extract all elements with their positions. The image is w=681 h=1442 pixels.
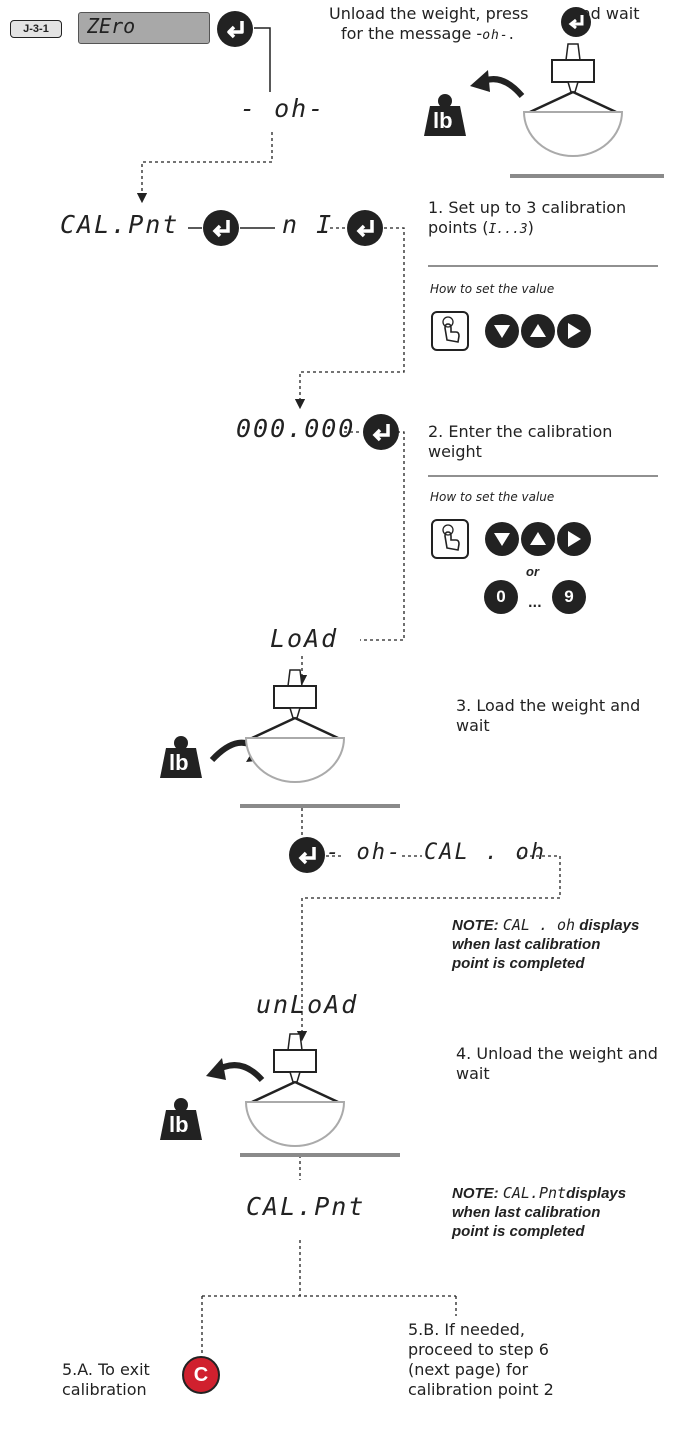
- weight-icon: [424, 94, 466, 136]
- weight-label: lb: [169, 750, 189, 775]
- scale-icon: [522, 43, 624, 157]
- display-load: LoAd: [270, 624, 339, 653]
- enter-button-icon[interactable]: [346, 209, 384, 247]
- step-5b-text: 5.B. If needed,proceed to step 6(next pa…: [408, 1320, 554, 1399]
- weight-icon: [160, 736, 202, 778]
- step-2-hint: How to set the value: [430, 490, 555, 504]
- lcd-display: ZEro: [78, 12, 210, 44]
- display-calpnt: CAL.Pnt: [60, 210, 180, 239]
- enter-button-icon[interactable]: [288, 836, 326, 874]
- display-calpnt-2: CAL.Pnt: [246, 1192, 366, 1221]
- weight-label: lb: [433, 108, 453, 133]
- enter-button-icon[interactable]: [216, 10, 254, 48]
- enter-button-icon[interactable]: [362, 413, 400, 451]
- note-cal-pnt: NOTE: CAL.Pntdisplays when last calibrat…: [452, 1184, 627, 1240]
- digit-9-key[interactable]: 9: [552, 580, 586, 614]
- scale-icon: [244, 1033, 346, 1147]
- step-2-keys: [431, 519, 591, 559]
- enter-inline-icon: [561, 7, 591, 37]
- or-label: or: [526, 564, 539, 579]
- display-unload: unLoAd: [256, 990, 359, 1019]
- step-1-keys: [431, 311, 591, 351]
- scale-icon: [244, 669, 346, 783]
- display-ok: - oh-: [240, 94, 326, 123]
- note-cal-ok: NOTE: CAL . oh displays when last calibr…: [452, 916, 640, 972]
- cancel-c-button[interactable]: C: [182, 1356, 220, 1394]
- ellipsis: ...: [528, 596, 542, 610]
- weight-label: lb: [169, 1112, 189, 1137]
- digit-0-key[interactable]: 0: [484, 580, 518, 614]
- weight-icon: [160, 1098, 202, 1140]
- display-zeros: 000.000: [236, 414, 356, 443]
- step-1-hint: How to set the value: [430, 282, 555, 296]
- step-1-text: 1. Set up to 3 calibration points (I...3…: [428, 198, 627, 237]
- enter-button-icon[interactable]: [202, 209, 240, 247]
- display-ok-2: - oh-: [326, 840, 403, 865]
- display-n1: n I: [282, 210, 334, 239]
- display-calok: CAL . oh: [424, 840, 546, 865]
- step-badge: J-3-1: [10, 20, 62, 38]
